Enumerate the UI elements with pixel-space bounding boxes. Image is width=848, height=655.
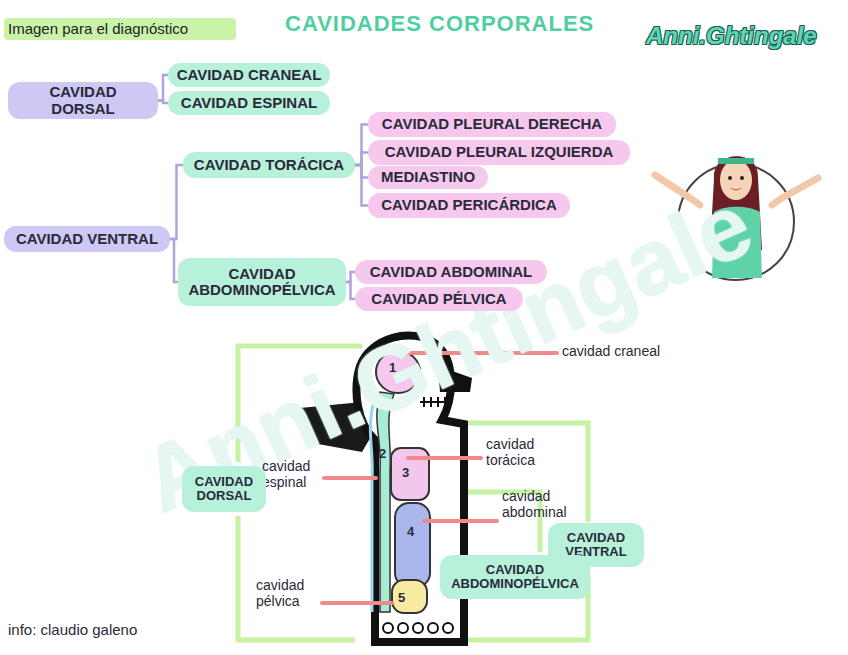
- category-pill: CAVIDAD TORÁCICA: [183, 152, 355, 178]
- bracket-connector: [158, 75, 168, 101]
- pill-text: CAVIDAD CRANEAL: [177, 67, 322, 84]
- region-pill: CAVIDAD DORSAL: [182, 466, 266, 512]
- bracket-connector: [170, 165, 183, 239]
- pill-text: CAVIDAD DORSAL: [190, 475, 258, 504]
- part-label: cavidad craneal: [562, 343, 660, 359]
- pill-text: CAVIDAD ABDOMINOPÉLVICA: [448, 563, 582, 592]
- bracket-connector: [170, 239, 178, 282]
- pill-text: CAVIDAD TORÁCICA: [194, 157, 344, 174]
- category-pill: MEDIASTINO: [368, 166, 488, 189]
- pill-text: CAVIDAD PERICÁRDICA: [381, 197, 557, 214]
- category-pill: CAVIDAD CRANEAL: [168, 63, 330, 87]
- bracket-connector: [158, 101, 168, 104]
- diagram-title: CAVIDADES CORPORALES: [282, 11, 597, 37]
- bracket-connector: [355, 125, 368, 166]
- pill-text: CAVIDAD PLEURAL DERECHA: [382, 116, 602, 133]
- category-pill: CAVIDAD PLEURAL IZQUIERDA: [368, 140, 630, 165]
- bracket-connector: [355, 165, 368, 206]
- logo: Anni.Ghtingale: [646, 22, 817, 50]
- category-pill: CAVIDAD DORSAL: [8, 82, 158, 119]
- part-label: cavidad pélvica: [256, 577, 320, 609]
- callout-number: 4: [407, 524, 414, 539]
- category-pill: CAVIDAD ABDOMINOPÉLVICA: [178, 258, 346, 306]
- bracket-connector: [346, 282, 355, 299]
- credit-label: info: claudio galeno: [8, 621, 137, 638]
- callout-number: 3: [402, 465, 409, 480]
- region-pill: CAVIDAD ABDOMINOPÉLVICA: [440, 555, 590, 599]
- bracket-connector: [346, 272, 355, 282]
- pill-text: CAVIDAD ABDOMINOPÉLVICA: [186, 266, 338, 299]
- pill-text: MEDIASTINO: [381, 169, 475, 186]
- pill-text: CAVIDAD ABDOMINAL: [370, 264, 533, 281]
- part-label: cavidad espinal: [262, 458, 322, 490]
- pill-text: CAVIDAD DORSAL: [16, 84, 150, 117]
- callout-number: 2: [379, 446, 386, 461]
- category-pill: CAVIDAD PÉLVICA: [355, 287, 523, 311]
- category-pill: CAVIDAD ABDOMINAL: [355, 260, 547, 284]
- pill-text: CAVIDAD ESPINAL: [181, 95, 317, 112]
- pill-text: CAVIDAD PÉLVICA: [371, 291, 506, 308]
- part-label: cavidad torácica: [486, 436, 552, 468]
- category-pill: CAVIDAD ESPINAL: [168, 91, 330, 115]
- label-highlight: [4, 18, 236, 40]
- bracket-connector: [355, 153, 368, 166]
- callout-number: 5: [398, 590, 405, 605]
- category-pill: CAVIDAD PLEURAL DERECHA: [368, 112, 616, 137]
- part-label: cavidad abdominal: [502, 488, 576, 520]
- pill-text: CAVIDAD PLEURAL IZQUIERDA: [385, 144, 614, 161]
- category-pill: CAVIDAD PERICÁRDICA: [368, 193, 570, 218]
- category-pill: CAVIDAD VENTRAL: [4, 226, 170, 252]
- pill-text: CAVIDAD VENTRAL: [16, 231, 158, 248]
- callout-number: 1: [389, 360, 396, 375]
- note-label: Imagen para el diagnóstico: [8, 20, 188, 37]
